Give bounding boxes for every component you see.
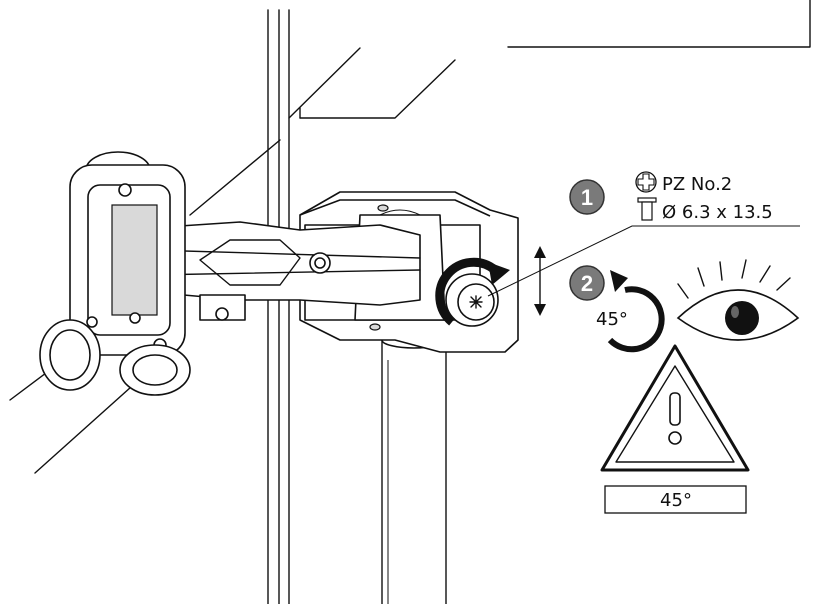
warning-angle-box: 45° <box>604 485 747 514</box>
glass-panel-lines <box>9 0 811 604</box>
eye-icon <box>676 259 800 341</box>
warning-triangle-icon <box>600 344 750 472</box>
callout-leader <box>487 225 800 297</box>
roller-carriage <box>39 151 191 396</box>
warning-angle-label: 45° <box>660 490 692 511</box>
step-2-number: 2 <box>581 271 593 296</box>
rotation-angle-label: 45° <box>596 309 628 330</box>
vertical-tube <box>381 331 447 604</box>
clockwise-arrow-icon <box>435 257 510 326</box>
vertical-adjust-arrow-icon <box>534 246 546 316</box>
screw <box>445 273 499 327</box>
screw-dimension-icon <box>637 197 657 221</box>
step-2-badge: 2 <box>569 265 605 301</box>
pozidriv-icon <box>635 171 657 193</box>
step-1-number: 1 <box>581 185 593 210</box>
counterclockwise-arrow-icon <box>607 270 665 353</box>
step-1-badge: 1 <box>569 179 605 215</box>
bit-size-label: PZ No.2 <box>662 174 732 195</box>
screw-size-label: Ø 6.3 x 13.5 <box>662 202 773 223</box>
hinge-arm <box>149 221 421 321</box>
